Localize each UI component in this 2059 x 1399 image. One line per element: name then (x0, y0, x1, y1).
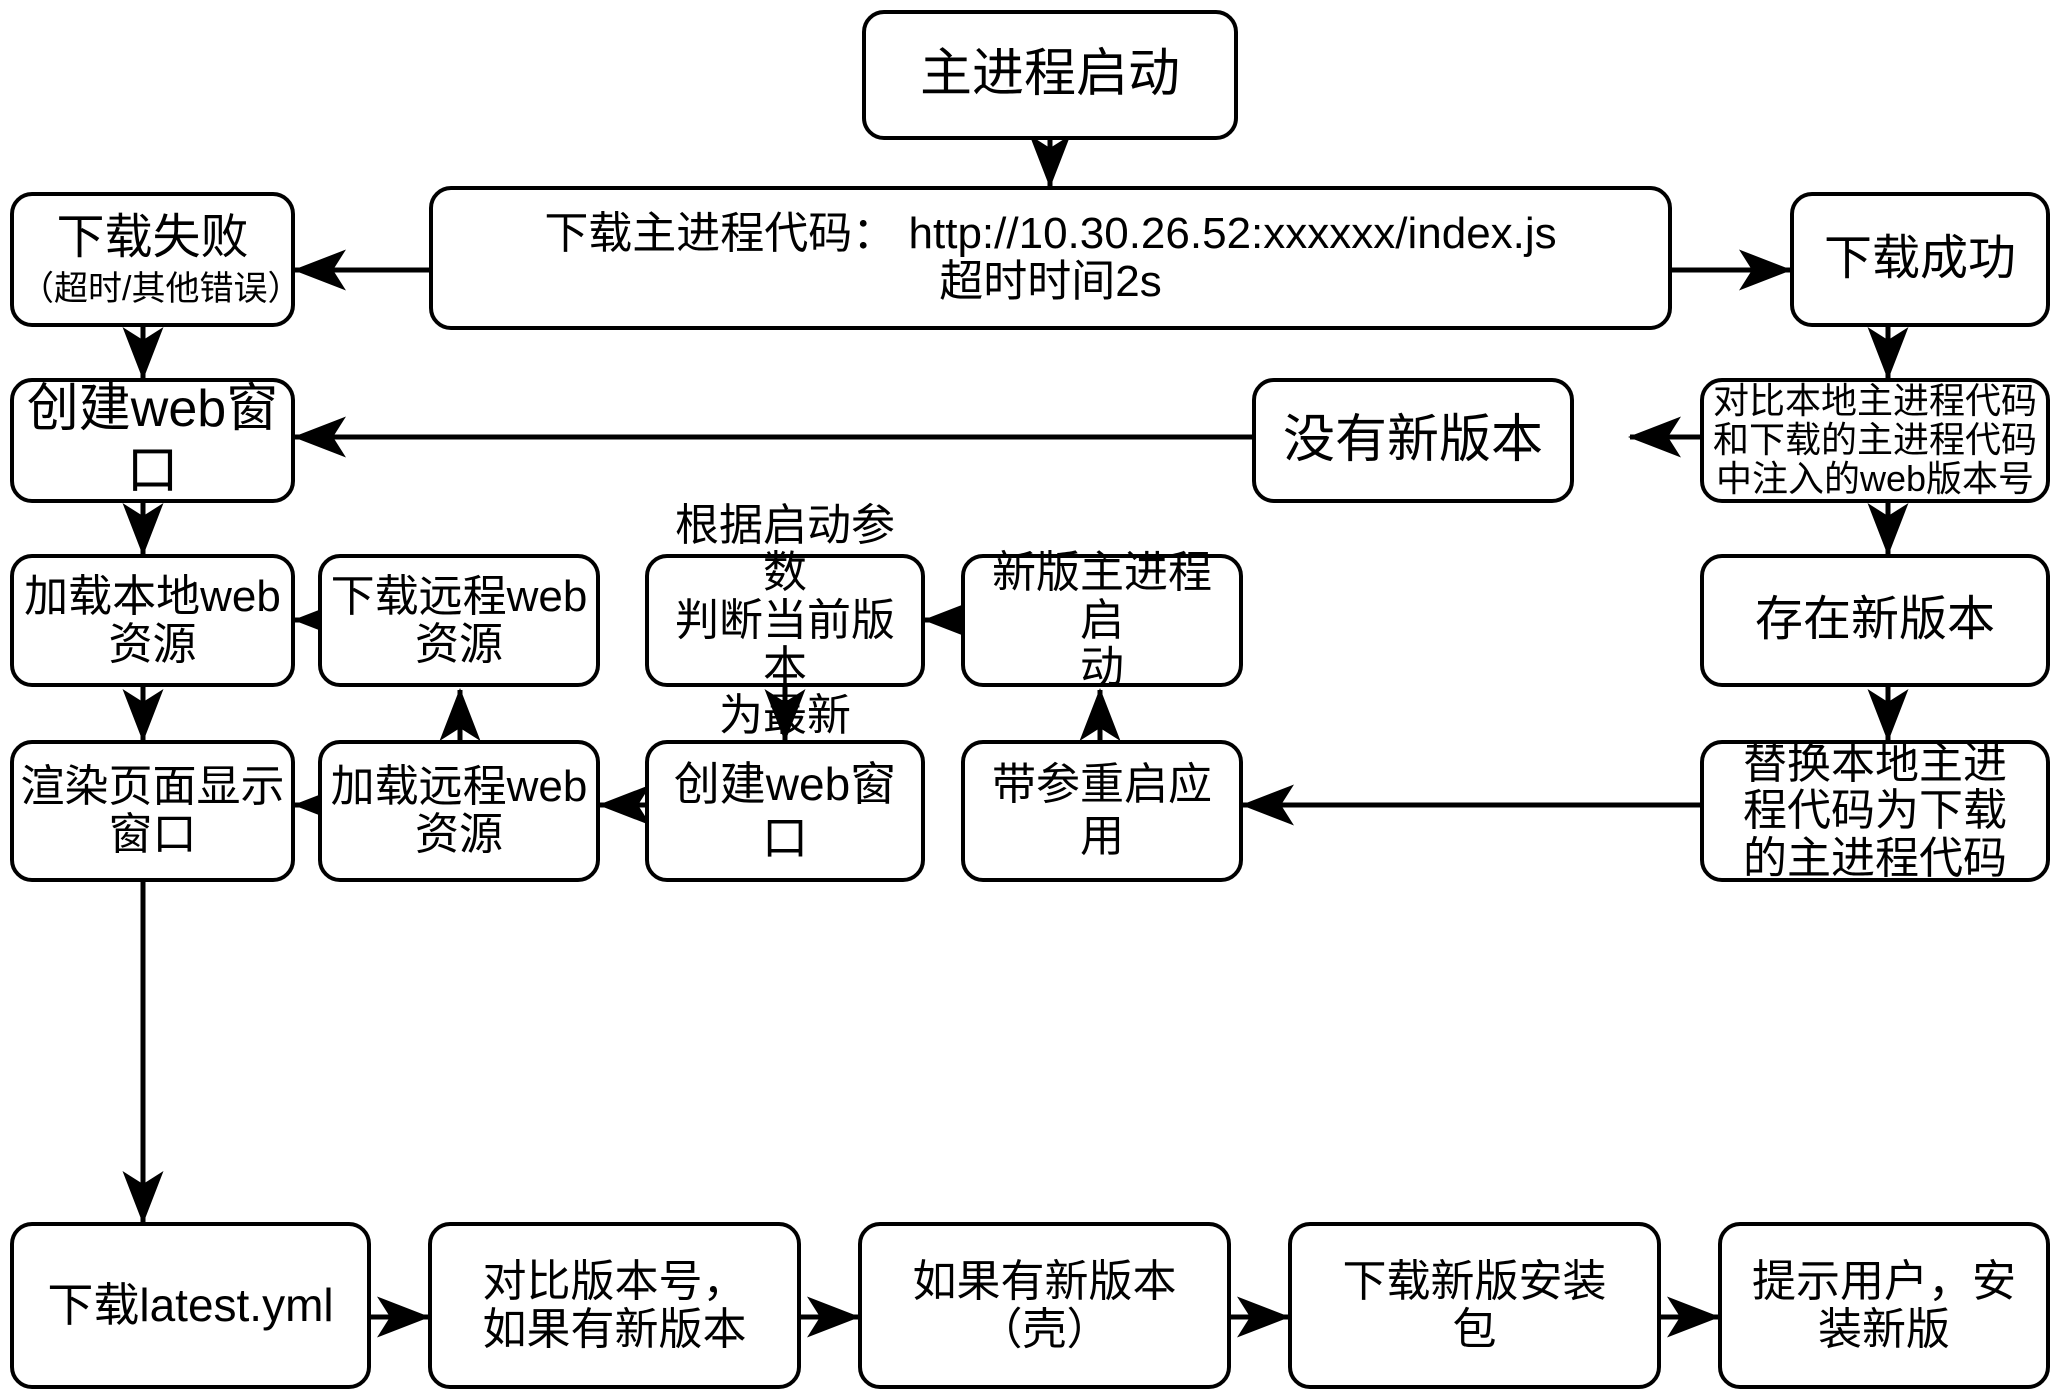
node-replace-local-main-process-code[interactable]: 替换本地主进 程代码为下载 的主进程代码 (1700, 740, 2050, 882)
node-label: 创建web窗口 (26, 380, 279, 500)
node-label: 下载新版安装 包 (1342, 1256, 1607, 1354)
node-label: 对比版本号， 如果有新版本 (482, 1256, 747, 1354)
node-download-failed-full[interactable]: 下载失败 （超时/其他错误） (10, 192, 302, 327)
node-create-web-window-2[interactable]: 创建web窗口 (645, 740, 925, 882)
node-label: 存在新版本 (1754, 593, 1995, 647)
node-label: 如果有新版本 （壳） (912, 1256, 1177, 1354)
node-main-process-start[interactable]: 主进程启动 (862, 10, 1238, 140)
node-label: 下载latest.yml (47, 1279, 334, 1332)
node-load-local-web-resources[interactable]: 加载本地web 资源 (10, 554, 295, 687)
node-label: 没有新版本 (1282, 410, 1543, 469)
node-download-main-process-code-box[interactable]: 下载主进程代码： http://10.30.26.52:xxxxxx/index… (429, 186, 1672, 330)
node-label: 对比本地主进程代码 和下载的主进程代码 中注入的web版本号 (1712, 380, 2037, 499)
node-download-latest-yml[interactable]: 下载latest.yml (10, 1222, 371, 1389)
node-label: 下载远程web 资源 (330, 571, 588, 669)
node-new-main-process-start[interactable]: 新版主进程启 动 (961, 549, 1243, 691)
node-label: 主进程启动 (919, 45, 1180, 104)
node-download-remote-web-resources[interactable]: 下载远程web 资源 (318, 554, 600, 687)
node-download-success[interactable]: 下载成功 (1790, 192, 2050, 327)
node-restart-app-with-params[interactable]: 带参重启应用 (961, 740, 1243, 882)
node-sublabel: （超时/其他错误） (20, 269, 302, 308)
node-label: 下载成功 (1823, 232, 2016, 286)
node-no-new-version[interactable]: 没有新版本 (1252, 378, 1574, 503)
node-judge-current-version-latest[interactable]: 根据启动参数 判断当前版本 为最新 (645, 502, 925, 739)
node-if-new-version-shell[interactable]: 如果有新版本 （壳） (858, 1222, 1231, 1389)
node-label: 下载主进程代码： http://10.30.26.52:xxxxxx/index… (544, 209, 1557, 306)
node-label: 加载本地web 资源 (24, 571, 281, 669)
node-prompt-user-install-new[interactable]: 提示用户，安 装新版 (1718, 1222, 2050, 1389)
node-label: 提示用户，安 装新版 (1752, 1256, 2016, 1354)
node-load-remote-web-resources[interactable]: 加载远程web 资源 (318, 740, 600, 882)
node-compare-web-version[interactable]: 对比本地主进程代码 和下载的主进程代码 中注入的web版本号 (1700, 378, 2050, 503)
node-download-new-installer[interactable]: 下载新版安装 包 (1288, 1222, 1661, 1389)
node-label: 新版主进程启 动 (992, 548, 1212, 693)
node-has-new-version[interactable]: 存在新版本 (1700, 554, 2050, 687)
node-render-page-show-window[interactable]: 渲染页面显示 窗口 (10, 740, 295, 882)
node-label: 下载失败 (56, 211, 249, 265)
node-label: 创建web窗口 (673, 757, 897, 864)
node-create-web-window-1[interactable]: 创建web窗口 (10, 378, 295, 503)
node-label: 替换本地主进 程代码为下载 的主进程代码 (1743, 738, 2007, 883)
node-label: 渲染页面显示 窗口 (20, 762, 285, 859)
node-label: 带参重启应用 (992, 760, 1212, 861)
node-compare-version-number[interactable]: 对比版本号， 如果有新版本 (428, 1222, 801, 1389)
node-label: 加载远程web 资源 (330, 762, 588, 859)
node-label: 根据启动参数 判断当前版本 为最新 (675, 500, 895, 740)
